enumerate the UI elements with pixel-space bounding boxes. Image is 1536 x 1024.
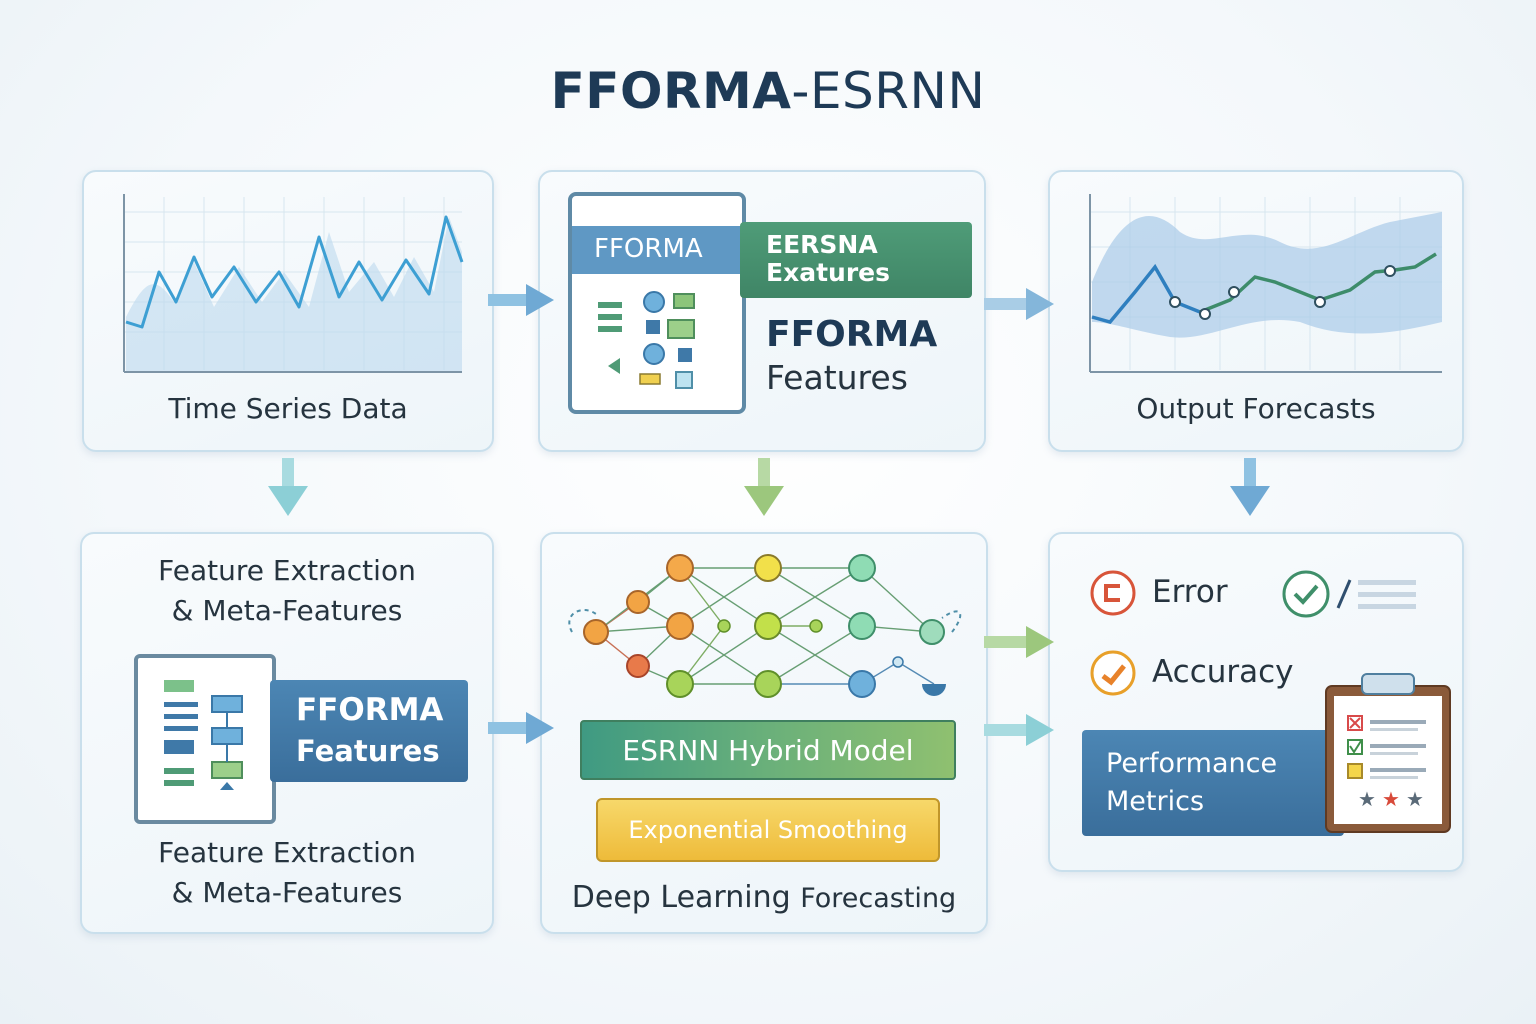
- error-icon: [1090, 570, 1136, 616]
- output-forecasts-panel: Output Forecasts: [1048, 170, 1464, 452]
- nn-node: [848, 612, 876, 640]
- svg-text:★: ★: [1382, 787, 1400, 811]
- nn-node: [754, 670, 782, 698]
- nn-node: [848, 670, 876, 698]
- nn-node: [922, 684, 946, 696]
- time-series-caption: Time Series Data: [168, 392, 408, 425]
- fforma-document: FFORMA: [568, 192, 746, 414]
- time-series-panel: Time Series Data: [82, 170, 494, 452]
- forecast-point: [1314, 296, 1326, 308]
- deep-learning-caption-part2: Forecasting: [800, 883, 957, 914]
- feature-extraction-caption-top-line2: & Meta-Features: [171, 594, 403, 627]
- feature-extraction-caption-bottom-line2: & Meta-Features: [171, 876, 403, 909]
- deep-learning-panel: ESRNN Hybrid Model Exponential Smoothing…: [540, 532, 988, 934]
- nn-node: [754, 554, 782, 582]
- feature-document-icon: [134, 654, 276, 824]
- svg-text:★: ★: [1358, 787, 1376, 811]
- check-icon: [1282, 570, 1416, 618]
- fforma-doc-label: FFORMA: [594, 234, 703, 264]
- nn-node: [848, 554, 876, 582]
- feature-extraction-caption-top-line1: Feature Extraction: [158, 554, 416, 587]
- feature-banner-line1: FFORMA: [296, 692, 444, 728]
- flowchart-icon: [598, 291, 695, 389]
- fforma-green-banner: EERSNA Exatures: [740, 222, 972, 298]
- arrow-right-icon: [984, 626, 1054, 658]
- output-forecasts-caption: Output Forecasts: [1136, 392, 1376, 425]
- nn-node: [892, 656, 904, 668]
- exponential-smoothing-label: Exponential Smoothing: [628, 816, 908, 844]
- forecast-chart: [1089, 194, 1442, 373]
- feature-banner-line2: Features: [296, 734, 440, 768]
- nn-node: [666, 670, 694, 698]
- error-label: Error: [1152, 574, 1228, 610]
- accuracy-icon: [1090, 650, 1136, 696]
- fforma-features-panel: FFORMA EERSNA Exatures FFORMA Features: [538, 170, 986, 452]
- nn-node: [583, 619, 609, 645]
- nn-node: [754, 612, 782, 640]
- forecast-point: [1199, 308, 1211, 320]
- arrow-right-icon: [488, 712, 554, 744]
- fforma-doc-header: FFORMA: [572, 226, 742, 274]
- deep-learning-caption-part1: Deep Learning: [571, 880, 791, 915]
- deep-learning-caption: Deep Learning Forecasting: [542, 880, 986, 915]
- nn-node: [919, 619, 945, 645]
- arrow-right-icon: [984, 288, 1054, 320]
- svg-text:★: ★: [1406, 787, 1424, 811]
- nn-node: [666, 554, 694, 582]
- exponential-smoothing-band: Exponential Smoothing: [596, 798, 940, 862]
- arrow-right-icon: [984, 714, 1054, 746]
- neural-network-icon: [568, 554, 962, 698]
- accuracy-label: Accuracy: [1152, 654, 1294, 690]
- forecast-point: [1169, 296, 1181, 308]
- esrnn-hybrid-band: ESRNN Hybrid Model: [580, 720, 956, 780]
- nn-node: [809, 619, 823, 633]
- nn-node: [626, 590, 650, 614]
- fforma-green-banner-line1: EERSNA: [766, 230, 878, 259]
- nn-node: [666, 612, 694, 640]
- feature-blue-banner: FFORMA Features: [270, 680, 468, 782]
- forecast-point: [1384, 265, 1396, 277]
- performance-metrics-banner: Performance Metrics: [1082, 730, 1344, 836]
- title-part-1: FFORMA: [550, 62, 792, 120]
- page-title: FFORMA-ESRNN: [0, 62, 1536, 120]
- arrow-down-icon: [744, 458, 784, 516]
- time-series-line: [125, 215, 464, 329]
- performance-metrics-line1: Performance: [1106, 748, 1278, 779]
- fforma-heading-line1: FFORMA: [766, 314, 938, 355]
- time-series-chart: [123, 194, 464, 373]
- metrics-panel: Error Accuracy Performance Metrics ★ ★ ★: [1048, 532, 1464, 872]
- performance-metrics-line2: Metrics: [1106, 786, 1205, 817]
- nn-node: [717, 619, 731, 633]
- nn-node: [626, 654, 650, 678]
- fforma-heading-line2: Features: [766, 358, 908, 397]
- feature-extraction-caption-bottom-line1: Feature Extraction: [158, 836, 416, 869]
- arrow-right-icon: [488, 284, 554, 316]
- fforma-green-banner-line2: Exatures: [766, 258, 890, 287]
- arrow-down-icon: [268, 458, 308, 516]
- title-part-2: -ESRNN: [791, 62, 986, 120]
- feature-extraction-panel: Feature Extraction & Meta-Features FFORM…: [80, 532, 494, 934]
- esrnn-hybrid-label: ESRNN Hybrid Model: [622, 734, 914, 767]
- arrow-down-icon: [1230, 458, 1270, 516]
- clipboard-icon: ★ ★ ★: [1325, 673, 1451, 833]
- feature-flowchart-icon: [164, 680, 243, 790]
- forecast-point: [1228, 286, 1240, 298]
